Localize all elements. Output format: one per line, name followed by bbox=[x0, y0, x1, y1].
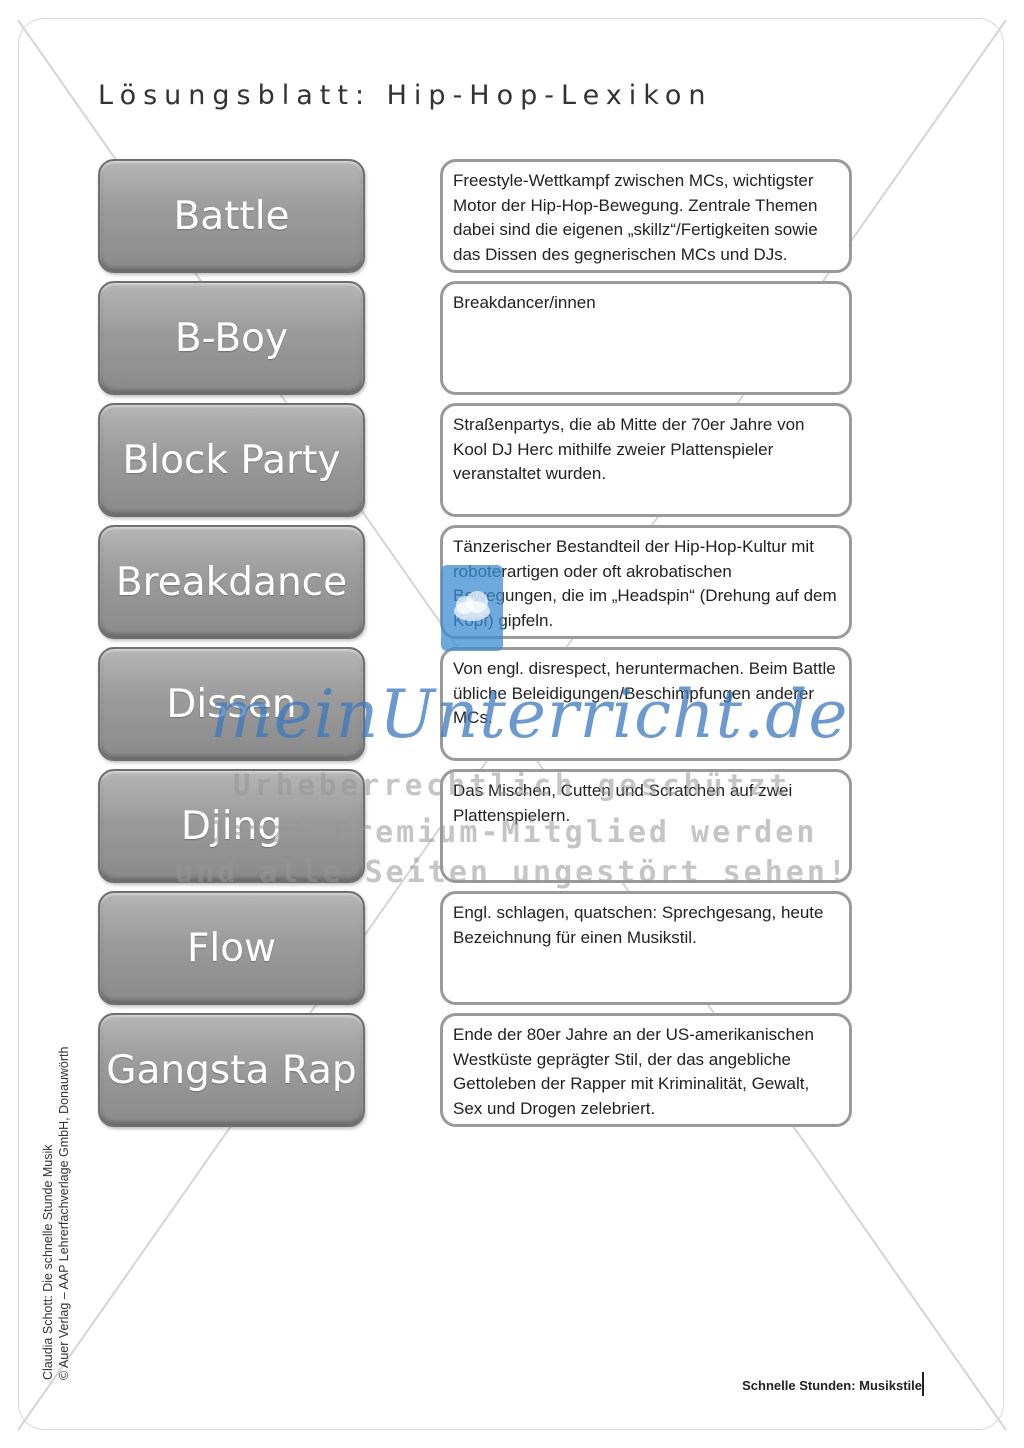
definition-box-breakdance: Tänzerischer Bestandteil der Hip-Hop-Kul… bbox=[440, 525, 852, 639]
definition-box-flow: Engl. schlagen, quatschen: Sprechgesang,… bbox=[440, 891, 852, 1005]
watermark-copyright-text: Urheberrechtlich geschützt bbox=[233, 768, 791, 802]
definition-box-battle: Freestyle-Wettkampf zwischen MCs, wichti… bbox=[440, 159, 852, 273]
definition-box-djing: Das Mischen, Cutten und Scratchen auf zw… bbox=[440, 769, 852, 883]
footer-divider bbox=[922, 1372, 924, 1396]
definition-box-gangsta-rap: Ende der 80er Jahre an der US-amerikanis… bbox=[440, 1013, 852, 1127]
definition-box-b-boy: Breakdancer/innen bbox=[440, 281, 852, 395]
term-button-gangsta-rap: Gangsta Rap bbox=[98, 1013, 365, 1127]
watermark-logo: meinUnterricht.de bbox=[210, 676, 849, 753]
term-button-djing: Djing bbox=[98, 769, 365, 883]
sidebar-credits: Claudia Schott: Die schnelle Stunde Musi… bbox=[40, 1047, 72, 1380]
sidebar-publisher: © Auer Verlag – AAP Lehrerfachverlage Gm… bbox=[57, 1046, 71, 1380]
definition-box-dissen: Von engl. disrespect, heruntermachen. Be… bbox=[440, 647, 852, 761]
watermark-view-text: und alle Seiten ungestört sehen! bbox=[175, 855, 849, 890]
footer-text: Schnelle Stunden: Musikstile bbox=[742, 1378, 922, 1393]
term-button-b-boy: B-Boy bbox=[98, 281, 365, 395]
watermark-premium-text: Jetzt Premium-Mitglied werden bbox=[206, 815, 818, 850]
sidebar-author: Claudia Schott: Die schnelle Stunde Musi… bbox=[41, 1144, 55, 1380]
cloud-icon bbox=[441, 565, 503, 651]
definition-box-block-party: Straßenpartys, die ab Mitte der 70er Jah… bbox=[440, 403, 852, 517]
term-button-battle: Battle bbox=[98, 159, 365, 273]
page-title: Lösungsblatt: Hip-Hop-Lexikon bbox=[98, 80, 713, 111]
term-button-breakdance: Breakdance bbox=[98, 525, 365, 639]
term-button-flow: Flow bbox=[98, 891, 365, 1005]
term-button-block-party: Block Party bbox=[98, 403, 365, 517]
term-button-dissen: Dissen bbox=[98, 647, 365, 761]
